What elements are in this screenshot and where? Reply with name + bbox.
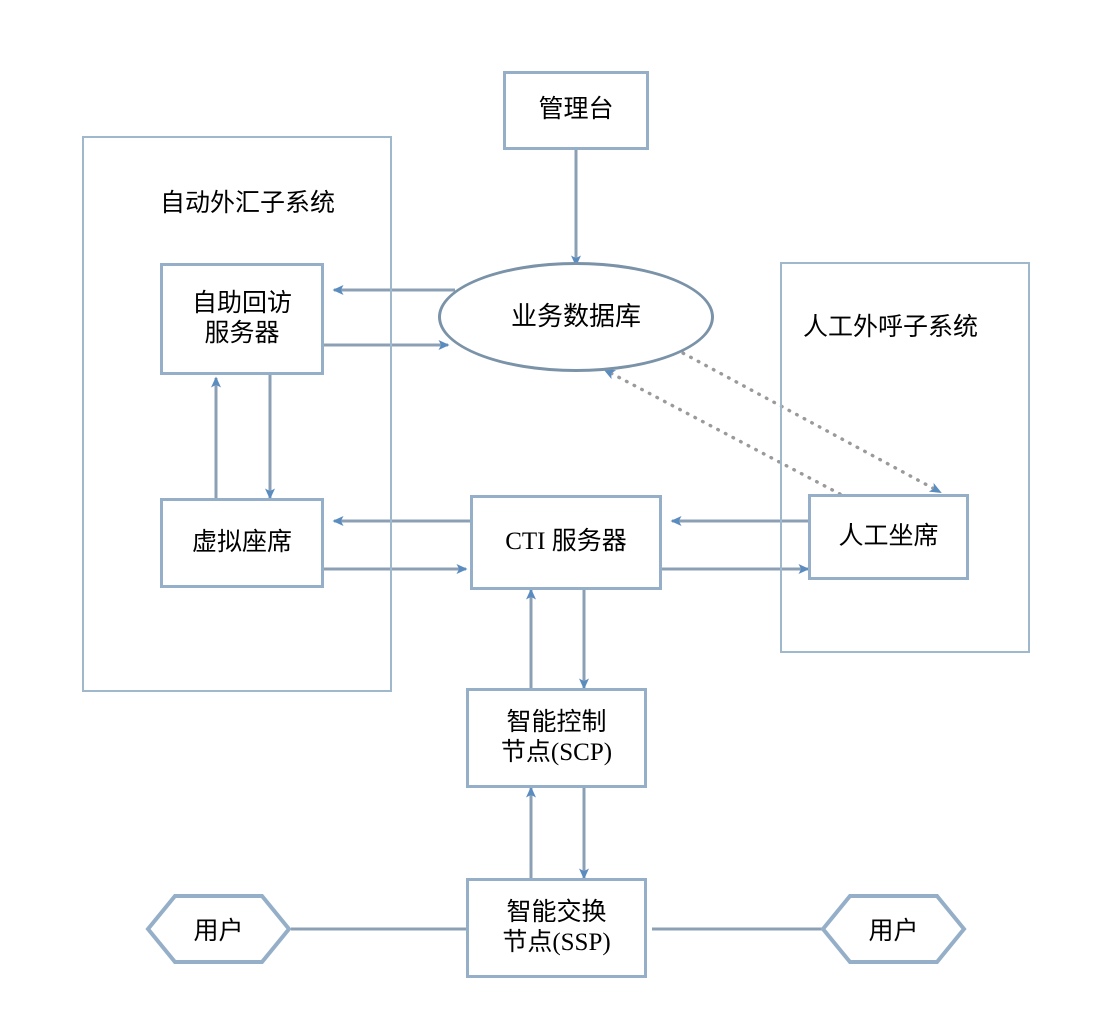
node-callback-server-label: 自助回访 服务器: [191, 289, 292, 348]
node-user-left[interactable]: 用户: [145, 893, 292, 965]
group-auto-subsystem-label: 自动外汇子系统: [160, 190, 336, 217]
node-virtual-agent[interactable]: 虚拟座席: [160, 498, 324, 588]
node-virtual-agent-label: 虚拟座席: [191, 528, 292, 556]
node-console[interactable]: 管理台: [503, 71, 649, 150]
node-user-right-label: 用户: [868, 918, 919, 945]
hexagon-shape: [820, 894, 967, 964]
node-console-label: 管理台: [538, 96, 614, 124]
node-manual-agent-label: 人工坐席: [838, 522, 939, 550]
node-ssp-label: 智能交换 节点(SSP): [502, 898, 611, 957]
node-ssp[interactable]: 智能交换 节点(SSP): [466, 878, 647, 978]
node-scp-label: 智能控制 节点(SCP): [500, 708, 613, 767]
node-scp[interactable]: 智能控制 节点(SCP): [466, 688, 647, 788]
node-callback-server[interactable]: 自助回访 服务器: [160, 263, 324, 375]
hexagon-shape: [145, 894, 292, 964]
node-business-db-label: 业务数据库: [510, 302, 641, 332]
node-manual-agent[interactable]: 人工坐席: [808, 494, 969, 580]
node-user-right[interactable]: 用户: [820, 893, 967, 965]
group-manual-subsystem-label: 人工外呼子系统: [803, 314, 979, 341]
node-cti-server-label: CTI 服务器: [505, 528, 627, 556]
group-auto-subsystem: [82, 136, 392, 692]
node-business-db[interactable]: 业务数据库: [438, 262, 714, 372]
group-manual-subsystem: [780, 262, 1030, 653]
node-cti-server[interactable]: CTI 服务器: [470, 495, 662, 590]
node-user-left-label: 用户: [193, 918, 244, 945]
